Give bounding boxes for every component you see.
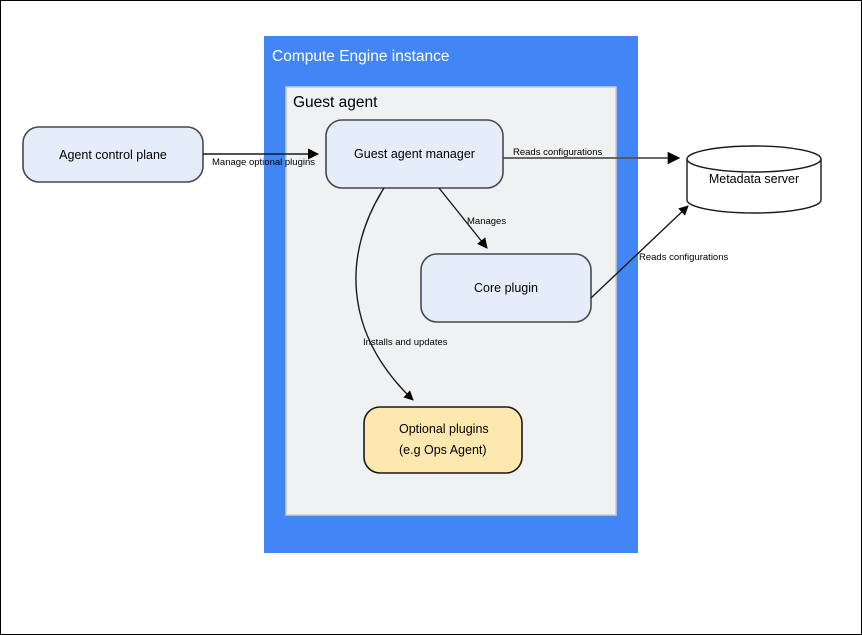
node-optional-plugins[interactable] [363,406,523,474]
node-agent-control-plane[interactable] [22,126,204,183]
node-guest-agent-manager[interactable] [325,119,504,189]
edge-label-installs-and-updates: Installs and updates [363,337,448,348]
node-metadata-server[interactable] [686,145,822,214]
edge-installs-and-updates [355,187,414,401]
container-title-guest-agent: Guest agent [293,94,378,111]
edge-manages [438,187,488,249]
edge-label-reads-configurations-core-plugin: Reads configurations [639,252,729,263]
edge-label-reads-configurations-manager: Reads configurations [513,147,603,158]
edge-label-manages: Manages [467,216,507,227]
edge-reads-configurations-core-plugin [590,205,689,299]
node-core-plugin[interactable] [420,253,592,323]
edge-label-manage-optional-plugins: Manage optional plugins [212,157,315,168]
container-title-compute-engine-instance: Compute Engine instance [272,48,450,65]
